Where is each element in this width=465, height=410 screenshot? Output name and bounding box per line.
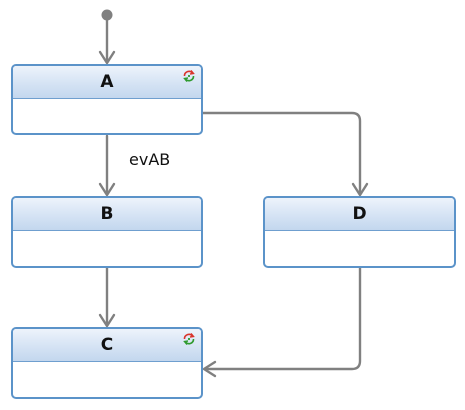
state-b[interactable]: B <box>11 196 203 268</box>
transition-a-to-d[interactable] <box>201 111 369 197</box>
state-d-header: D <box>265 198 454 231</box>
state-b-header: B <box>13 198 201 231</box>
state-c-label: C <box>100 335 114 355</box>
state-a-label: A <box>100 72 114 92</box>
state-b-label: B <box>100 204 114 224</box>
state-d-label: D <box>352 204 367 224</box>
transition-a-to-b[interactable] <box>98 134 116 197</box>
sync-icon <box>183 70 195 82</box>
state-d[interactable]: D <box>263 196 456 268</box>
transition-label-evab[interactable]: evAB <box>129 150 171 169</box>
initial-state-dot <box>101 9 113 21</box>
state-c-header: C <box>13 329 201 362</box>
state-a-header: A <box>13 66 201 99</box>
state-c[interactable]: C <box>11 327 203 399</box>
transition-d-to-c[interactable] <box>202 266 362 378</box>
state-a[interactable]: A <box>11 64 203 135</box>
transition-b-to-c[interactable] <box>98 266 116 328</box>
transition-initial-to-a[interactable] <box>98 18 116 65</box>
sync-icon <box>183 333 195 345</box>
